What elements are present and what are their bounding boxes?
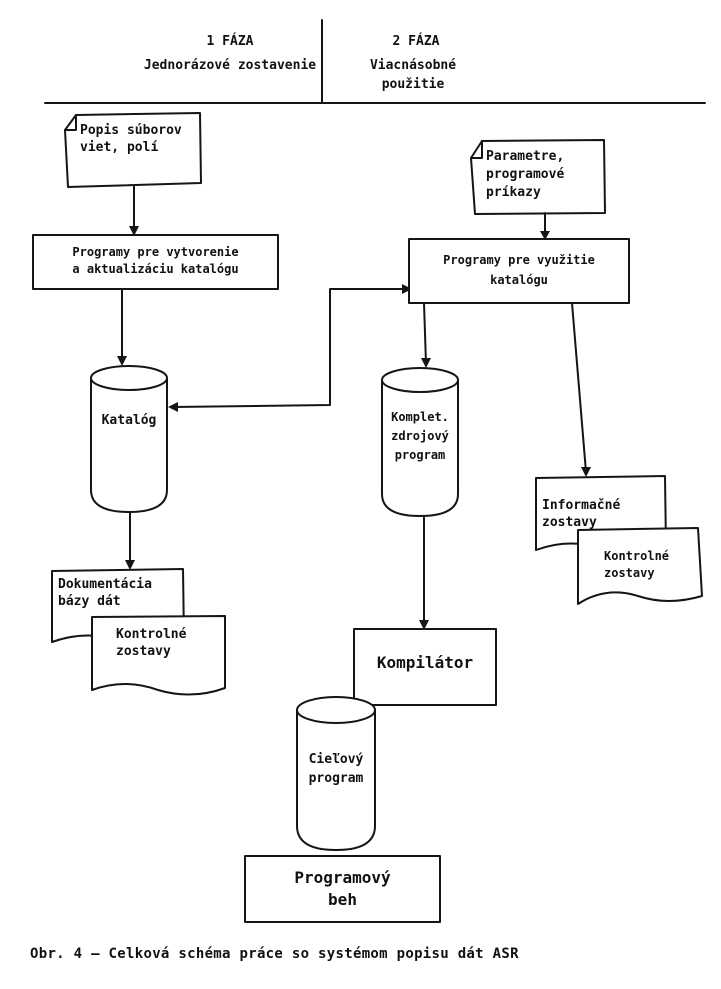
phase2-title: 2 FÁZA <box>392 34 440 49</box>
flow-arrow-programs-to-source <box>423 302 427 365</box>
control-reports-right-document <box>577 527 703 605</box>
arrowhead <box>129 226 139 236</box>
arrowhead <box>117 356 127 366</box>
arrowhead <box>581 467 591 477</box>
catalog-label: Katalóg <box>101 413 157 428</box>
flow-arrow-programs-to-reports <box>571 302 587 473</box>
cylinder-top <box>90 365 168 391</box>
connector-catalog-query-programs <box>171 288 409 408</box>
source-program-cylinder <box>381 380 459 517</box>
cylinder-top <box>296 696 376 724</box>
compiler-box <box>353 628 497 706</box>
program-run-box <box>244 855 441 923</box>
phase1-subtitle: Jednorázové zostavenie <box>143 58 317 73</box>
catalog-query-programs-box <box>408 238 630 304</box>
cylinder-top <box>381 367 459 393</box>
arrowhead <box>540 231 550 240</box>
parameters-document <box>470 139 606 215</box>
arrowhead <box>402 284 412 294</box>
create-update-programs-box <box>32 234 279 290</box>
file-description-document <box>64 112 202 188</box>
target-program-cylinder <box>296 710 376 851</box>
catalog-cylinder <box>90 378 168 513</box>
compiler-label: Kompilátor <box>376 653 474 672</box>
phase1-title: 1 FÁZA <box>206 34 254 49</box>
arrowhead <box>421 358 431 368</box>
document-fold-corner <box>470 140 483 159</box>
document-fold-corner <box>64 114 77 131</box>
arrowhead <box>419 620 429 630</box>
control-reports-left-document <box>91 615 226 696</box>
arrowhead <box>125 560 135 570</box>
phase2-subtitle: Viacnásobné použitie <box>369 58 457 92</box>
figure-caption: Obr. 4 – Celková schéma práce so systémo… <box>30 946 519 962</box>
arrowhead <box>168 402 178 412</box>
